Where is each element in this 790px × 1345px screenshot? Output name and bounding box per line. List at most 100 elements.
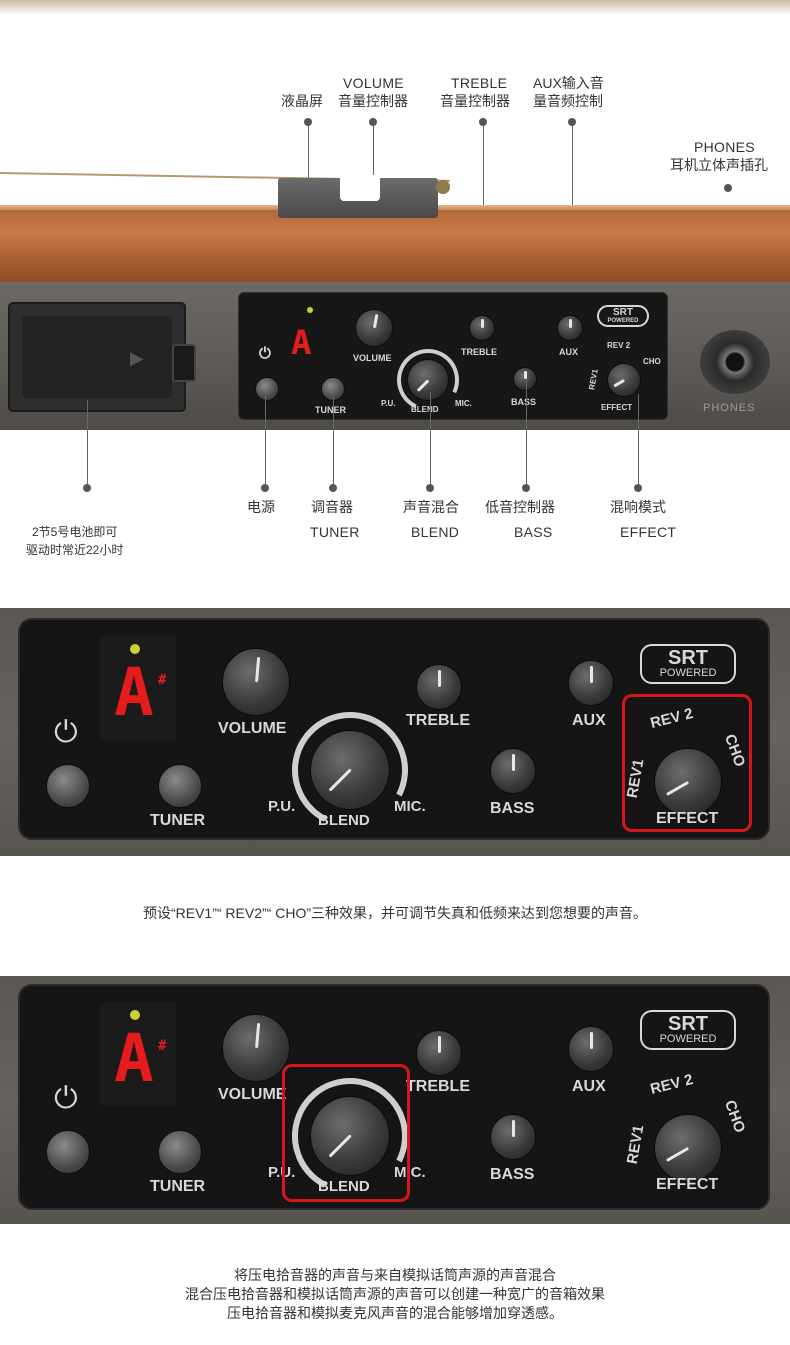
volume-knob[interactable]	[222, 648, 290, 716]
leader-dot-effect	[634, 484, 642, 492]
volume-knob[interactable]	[222, 1014, 290, 1082]
panel-treble-label: TREBLE	[406, 712, 470, 729]
panel-cho-label: CHO	[720, 1097, 749, 1136]
panel-effect-label: EFFECT	[601, 403, 633, 412]
bridge-notch	[340, 175, 380, 201]
leader-line-bass	[526, 380, 527, 486]
panel-tuner-label: TUNER	[150, 812, 206, 829]
leader-dot-power	[261, 484, 269, 492]
label-treble-en: TREBLE	[451, 75, 508, 91]
panel-tuner-label: TUNER	[315, 405, 346, 415]
panel-mic-label: MIC.	[394, 798, 426, 815]
leader-dot-bass	[522, 484, 530, 492]
panel-aux-label: AUX	[572, 1078, 606, 1095]
lcd-digit: A	[114, 1020, 154, 1097]
aux-knob[interactable]	[568, 1026, 614, 1072]
leader-line-battery	[87, 400, 88, 486]
blend-caption-line3: 压电拾音器和模拟麦克风声音的混合能够增加穿透感。	[227, 1305, 563, 1321]
panel-tuner-label: TUNER	[150, 1178, 206, 1195]
panel-effect-label: EFFECT	[656, 810, 719, 827]
tuner-button[interactable]	[158, 764, 202, 808]
leader-dot-volume	[369, 118, 377, 126]
panel-aux-label: AUX	[559, 347, 579, 357]
label-blend-cn: 声音混合	[403, 499, 459, 515]
tuner-button[interactable]	[158, 1130, 202, 1174]
tuner-led	[130, 644, 140, 654]
top-wood-strip	[0, 0, 790, 14]
battery-compartment[interactable]: ▶	[8, 302, 196, 412]
label-aux-line2: 量音频控制	[533, 93, 603, 109]
bass-knob[interactable]	[490, 1114, 536, 1160]
treble-knob[interactable]	[469, 315, 495, 341]
panel-blend-label: BLEND	[318, 812, 370, 829]
label-battery-line1: 2节5号电池即可	[32, 525, 118, 539]
volume-knob[interactable]	[355, 309, 393, 347]
leader-dot-phones	[724, 184, 732, 192]
powered-logo-text: POWERED	[659, 667, 717, 679]
guitar-body	[0, 210, 790, 285]
label-effect-en: EFFECT	[620, 524, 677, 540]
power-button[interactable]	[255, 377, 279, 401]
lcd-window: A #	[100, 1002, 176, 1106]
aux-knob[interactable]	[568, 660, 614, 706]
effect-knob[interactable]	[654, 1114, 722, 1182]
panel-treble-label: TREBLE	[406, 1078, 470, 1095]
panel-bass-label: BASS	[490, 800, 535, 817]
srt-powered-logo: SRT POWERED	[640, 644, 736, 684]
treble-knob[interactable]	[416, 1030, 462, 1076]
lcd-sharp: #	[158, 1038, 167, 1054]
label-tuner-cn: 调音器	[311, 499, 353, 515]
leader-dot-tuner	[329, 484, 337, 492]
leader-line-tuner	[333, 396, 334, 486]
blend-knob[interactable]	[310, 730, 390, 810]
label-lcd: 液晶屏	[281, 93, 323, 109]
panel-effect-label: EFFECT	[656, 1176, 719, 1193]
tuner-led	[307, 307, 313, 313]
power-button[interactable]	[46, 764, 90, 808]
blend-highlight-box	[282, 1064, 410, 1202]
srt-logo-text: SRT	[668, 1013, 708, 1035]
label-bass-en: BASS	[514, 524, 553, 540]
bridge-pin	[436, 180, 450, 194]
panel-pu-label: P.U.	[268, 798, 296, 815]
effect-knob[interactable]	[607, 363, 641, 397]
phones-jack[interactable]	[700, 330, 770, 394]
label-volume-en: VOLUME	[343, 75, 404, 91]
label-battery-line2: 驱动时常近22小时	[26, 543, 124, 557]
power-icon: ⏻	[259, 345, 271, 362]
power-icon: ⏻	[54, 716, 78, 749]
leader-line-blend	[430, 392, 431, 486]
blend-knob[interactable]	[407, 359, 449, 401]
srt-logo-text: SRT	[613, 307, 633, 318]
blend-caption-line2: 混合压电拾音器和模拟话筒声源的声音可以创建一种宽广的音箱效果	[185, 1286, 605, 1302]
label-effect-cn: 混响模式	[610, 499, 666, 515]
battery-cover	[22, 316, 172, 398]
power-button[interactable]	[46, 1130, 90, 1174]
label-phones-en: PHONES	[694, 139, 755, 155]
bass-knob[interactable]	[513, 367, 537, 391]
label-blend-en: BLEND	[411, 524, 460, 540]
label-volume-cn: 音量控制器	[338, 93, 408, 109]
blend-knob[interactable]	[310, 1096, 390, 1176]
label-aux-line1: AUX输入音	[533, 75, 604, 91]
aux-knob[interactable]	[557, 315, 583, 341]
label-tuner-en: TUNER	[310, 524, 360, 540]
powered-logo-text: POWERED	[607, 318, 639, 324]
effect-caption: 预设“REV1”“ REV2”“ CHO”三种效果，并可调节失真和低频来达到您想…	[142, 905, 647, 921]
treble-knob[interactable]	[416, 664, 462, 710]
label-treble-cn: 音量控制器	[440, 93, 510, 109]
leader-dot-battery	[83, 484, 91, 492]
srt-powered-logo: SRT POWERED	[597, 305, 649, 327]
panel-volume-label: VOLUME	[218, 720, 287, 737]
lcd-digit: A	[291, 323, 312, 363]
effect-knob[interactable]	[654, 748, 722, 816]
bass-knob[interactable]	[490, 748, 536, 794]
battery-latch[interactable]	[172, 344, 196, 382]
panel-bass-label: BASS	[511, 397, 537, 407]
effect-highlight-box	[622, 694, 752, 832]
panel-treble-label: TREBLE	[461, 347, 497, 357]
label-bass-cn: 低音控制器	[485, 499, 555, 515]
zoom-panel-inner-effect: A # ⏻ TUNER VOLUME P.U. BLEND MIC. TREBL…	[18, 618, 770, 844]
panel-pu-label: P.U.	[381, 399, 396, 408]
panel-blend-label: BLEND	[411, 405, 439, 414]
